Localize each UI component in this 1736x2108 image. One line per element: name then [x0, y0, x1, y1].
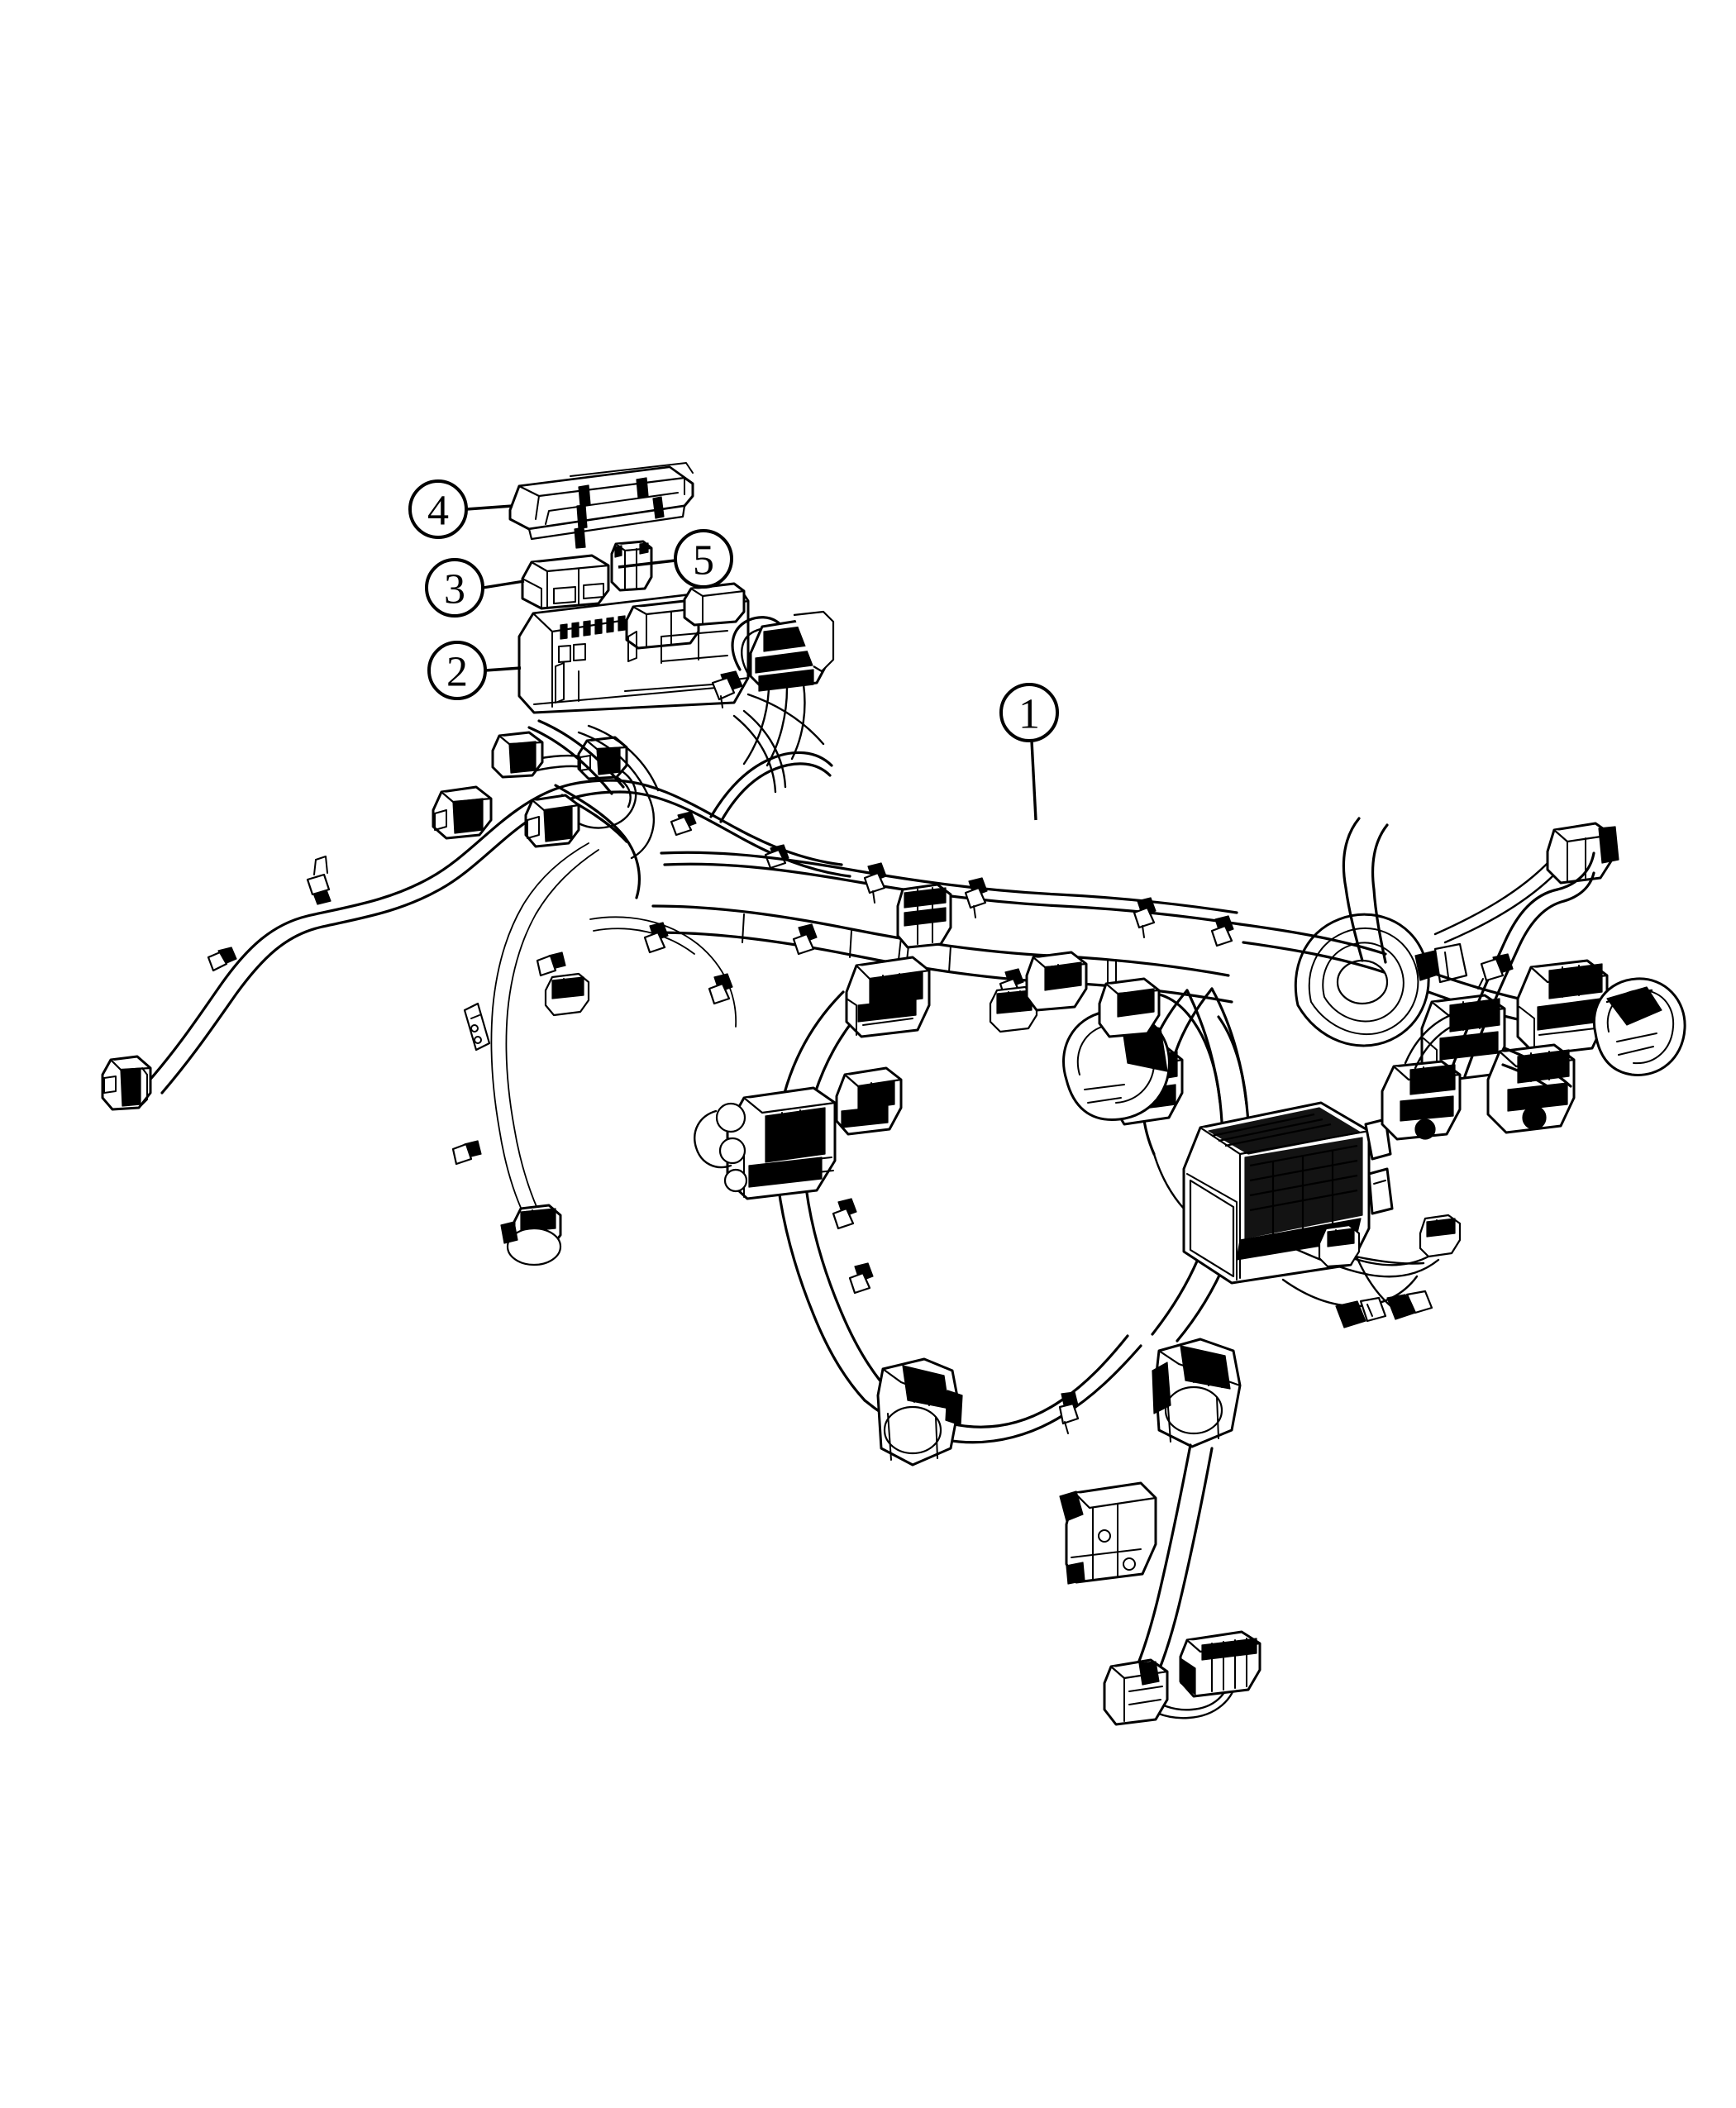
callout-2-leader	[484, 666, 522, 672]
callout-4-leader	[465, 504, 513, 511]
harness-clip	[306, 856, 331, 905]
right-connector-pack[interactable]	[1516, 959, 1609, 1056]
callout-4-circle	[408, 479, 468, 539]
top-center-connector-tower[interactable]	[711, 610, 835, 767]
right-connector-pack[interactable]	[1486, 1043, 1576, 1134]
branch-clip	[708, 973, 733, 1005]
harness-left-branch	[101, 779, 622, 1111]
harness-left-mid-cluster	[524, 719, 660, 899]
harness-clip	[1133, 897, 1157, 938]
mid-right-small-branch	[1285, 1214, 1462, 1320]
callout-2-circle	[427, 641, 487, 700]
loop-connector-upper-left[interactable]	[845, 956, 931, 1038]
harness-clip	[207, 947, 237, 972]
right-lower-connector[interactable]	[1381, 1060, 1462, 1141]
down-left-thin-branch	[451, 842, 737, 1266]
right-top-connector[interactable]	[1546, 822, 1619, 885]
lower-right-loop-connector[interactable]	[1152, 1338, 1242, 1448]
callouts-layer: 1 2 3 4 5	[408, 479, 1059, 821]
callout-3-number: 3	[444, 566, 465, 613]
callout-1-circle	[999, 683, 1059, 742]
thin-branch-clip	[451, 1140, 482, 1166]
bottom-center-clip	[1058, 1391, 1080, 1434]
bottom-terminal-connector[interactable]	[1103, 1658, 1169, 1726]
relay-large[interactable]	[521, 554, 610, 610]
trunk-connector-bundle[interactable]	[896, 883, 952, 949]
module-whip-terminal[interactable]	[1335, 1296, 1387, 1328]
callout-2[interactable]: 2	[427, 641, 522, 700]
callout-2-number: 2	[446, 649, 468, 696]
thin-branch-mid-connector[interactable]	[544, 972, 590, 1017]
harness-clip	[1210, 915, 1234, 947]
callout-5-leader	[618, 559, 676, 569]
loop-module-left[interactable]	[694, 1086, 837, 1200]
callout-4[interactable]: 4	[408, 479, 513, 539]
branch-clip	[643, 922, 669, 954]
callout-5-circle	[674, 529, 733, 589]
branch-clip	[536, 951, 566, 977]
callout-5[interactable]: 5	[618, 529, 733, 589]
fuse-box-outlet-wires	[732, 693, 825, 794]
trunk-mid-connector-group	[1025, 951, 1161, 1038]
callout-3[interactable]: 3	[425, 558, 525, 618]
right-whip-branch	[1448, 851, 1595, 1078]
small-branch-terminal[interactable]	[1386, 1290, 1433, 1320]
callout-5-number: 5	[693, 537, 714, 584]
inline-connector[interactable]	[432, 785, 493, 840]
callout-1-leader	[1030, 740, 1037, 821]
left-branch-connector[interactable]	[101, 1055, 152, 1111]
trunk-connector[interactable]	[1025, 951, 1088, 1012]
harness-clip	[863, 862, 887, 904]
harness-center-loop-bottom	[863, 987, 1251, 1467]
callout-4-number: 4	[427, 488, 449, 535]
callout-3-leader	[482, 579, 525, 589]
connector-cluster-upper[interactable]	[577, 736, 628, 780]
callout-3-circle	[425, 558, 484, 618]
callout-1-number: 1	[1018, 691, 1040, 738]
lower-bracket[interactable]	[1059, 1481, 1157, 1585]
trunk-underside-connector[interactable]	[989, 985, 1038, 1033]
harness-center-loop-left	[694, 956, 931, 1402]
lower-left-loop-connector[interactable]	[876, 1357, 963, 1467]
whip-clip	[1477, 953, 1514, 990]
callout-1[interactable]: 1	[999, 683, 1059, 821]
fuse-block-cover[interactable]	[508, 462, 694, 549]
bottom-ribbed-connector[interactable]	[1179, 1630, 1261, 1698]
harness-clip	[964, 877, 988, 918]
module-right-whip	[1281, 1255, 1425, 1328]
right-connector-cluster	[1238, 822, 1686, 1141]
small-branch-connector[interactable]	[1419, 1214, 1462, 1258]
inline-connector[interactable]	[491, 731, 544, 779]
small-branch-connector[interactable]	[1318, 1223, 1361, 1268]
thin-branch-connector[interactable]	[500, 1204, 562, 1266]
fuse-block-body[interactable]	[517, 582, 750, 714]
trunk-connector[interactable]	[1098, 977, 1161, 1038]
lower-vertical-branch	[1059, 1443, 1261, 1726]
harness-clip	[792, 923, 818, 956]
inline-connector[interactable]	[524, 794, 580, 848]
loop-connector-mid-left[interactable]	[835, 1066, 903, 1136]
